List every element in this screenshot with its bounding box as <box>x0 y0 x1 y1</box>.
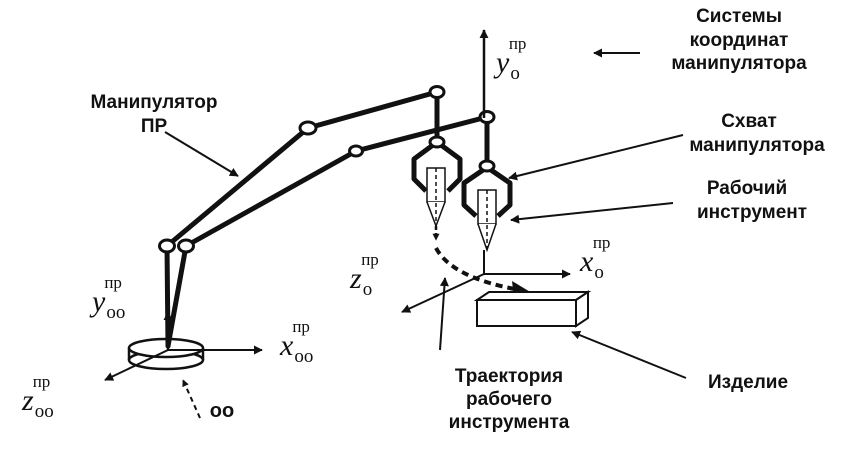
arm-joints <box>158 85 496 254</box>
label-gripper-1: Схват <box>721 111 777 132</box>
gripper-current <box>461 159 513 253</box>
axis-label-z-oo: zоопр <box>21 372 54 422</box>
label-base-origin: оо <box>210 400 234 422</box>
label-tool-2: инструмент <box>697 202 807 223</box>
label-manipulator-1: Манипулятор <box>91 92 218 113</box>
axis-label-z-o: zопр <box>349 250 379 300</box>
label-trajectory-3: инструмента <box>449 412 570 433</box>
label-trajectory-1: Траектория <box>455 366 563 387</box>
label-tool-1: Рабочий <box>707 178 787 199</box>
gripper-previous <box>411 135 463 241</box>
label-manipulator-2: ПР <box>141 116 168 137</box>
label-gripper-2: манипулятора <box>689 135 825 156</box>
manipulator-arm <box>164 89 490 349</box>
axis-label-y-o: yопр <box>493 34 526 84</box>
label-coord-systems-2: координат <box>690 30 789 51</box>
label-pointers <box>164 48 687 379</box>
label-workpiece: Изделие <box>708 372 788 393</box>
label-coord-systems-3: манипулятора <box>671 53 807 74</box>
workpiece-box <box>473 290 592 328</box>
label-coord-systems-1: Системы <box>696 6 782 27</box>
tool-trajectory <box>434 246 521 292</box>
axis-label-x-oo: xоопр <box>279 317 313 367</box>
axis-label-y-oo: yоопр <box>89 273 125 323</box>
label-trajectory-2: рабочего <box>466 389 552 410</box>
robot-base <box>127 337 205 371</box>
axis-label-x-o: xопр <box>579 233 610 283</box>
